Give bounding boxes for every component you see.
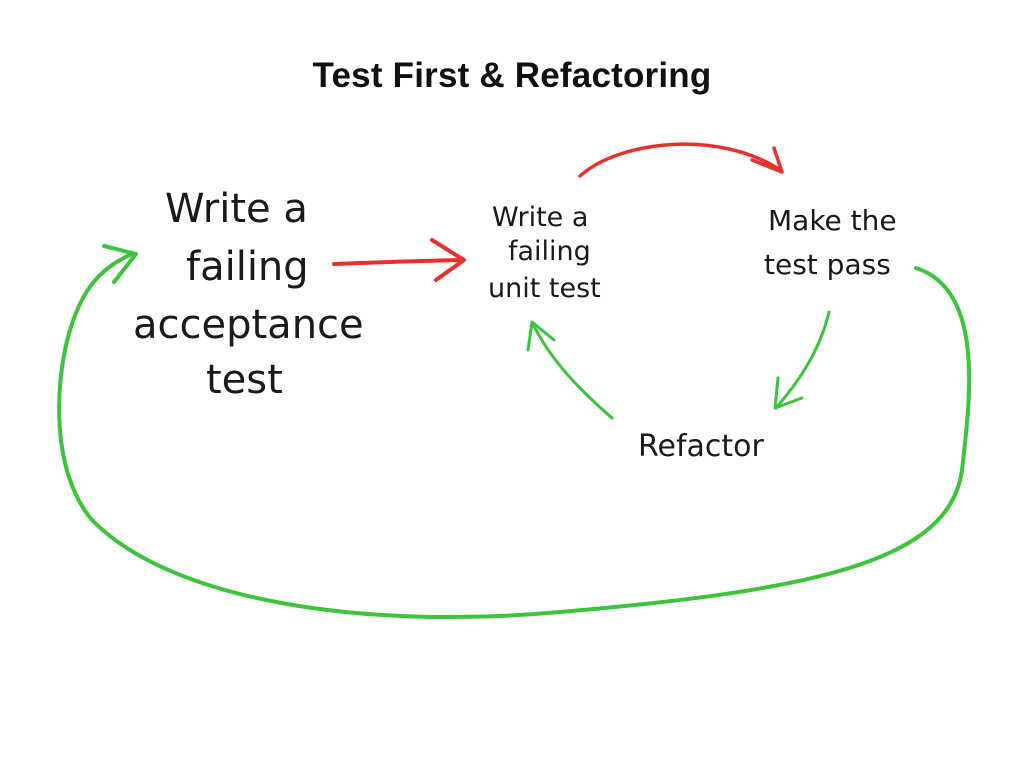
outer-loop-arrow (57, 244, 972, 620)
node-acceptance-test-line: acceptance (133, 302, 364, 348)
node-make-test-pass: Make the test pass (764, 204, 906, 281)
page-title: Test First & Refactoring (312, 56, 712, 95)
refactor-to-unit-arrow (526, 320, 614, 420)
node-acceptance-test: Write a failing acceptance test (133, 186, 376, 403)
node-unit-test-line: Write a (492, 202, 588, 233)
node-acceptance-test-line: Write a (165, 186, 308, 232)
acceptance-to-unit-arrow (332, 238, 466, 282)
node-refactor-line: Refactor (638, 429, 765, 464)
node-unit-test-line: unit test (488, 273, 601, 304)
node-make-test-pass-line: Make the (768, 204, 897, 237)
pass-to-refactor-arrow (773, 310, 831, 410)
node-unit-test: Write a failing unit test (488, 202, 601, 304)
node-make-test-pass-line: test pass (764, 248, 891, 281)
unit-to-pass-arrow (578, 142, 784, 178)
node-unit-test-line: failing (508, 236, 591, 267)
node-acceptance-test-line: failing (186, 244, 309, 290)
node-acceptance-test-line: test (206, 357, 283, 403)
node-refactor: Refactor (638, 429, 765, 464)
